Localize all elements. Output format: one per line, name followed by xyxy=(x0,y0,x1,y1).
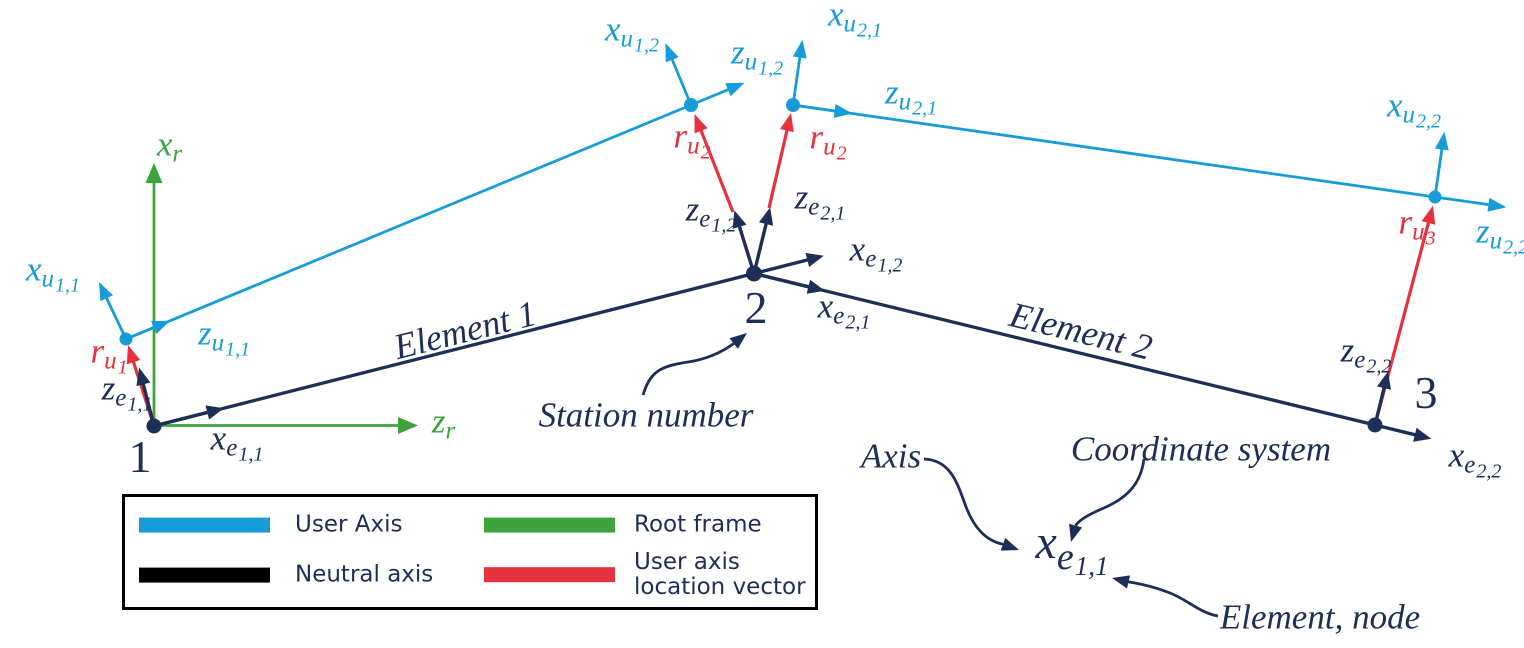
arrow-x-e11 xyxy=(153,405,224,428)
label-x-e11: xe1,1 xyxy=(210,418,264,466)
arrow-x-u11 xyxy=(99,282,128,340)
arrowhead-element-node xyxy=(1112,575,1131,589)
annotation-arrow-station-number xyxy=(641,333,747,396)
annotation-arrow-element-node xyxy=(1112,575,1219,618)
legend-label-neutral-axis: Neutral axis xyxy=(295,561,434,588)
label-x-u22: xu2,2 xyxy=(1386,85,1442,133)
label-z-u12: zu1,2 xyxy=(730,32,784,80)
legend-swatch-user-axis xyxy=(139,517,270,533)
user-node-2-1 xyxy=(786,98,800,112)
legend-item-root-frame: Root frame xyxy=(484,511,762,538)
label-z-e21: ze2,1 xyxy=(794,177,846,225)
user-node-2-2 xyxy=(1428,190,1442,204)
arrow-z-e22 xyxy=(1373,371,1391,426)
label-x-e21: xe2,1 xyxy=(817,286,871,334)
legend-label-user-axis: User Axis xyxy=(295,511,403,538)
arrow-z-e21 xyxy=(752,207,774,274)
arrow-x-u12 xyxy=(665,43,693,106)
label-z-e12: ze1,2 xyxy=(685,189,737,237)
user-axis-line-1 xyxy=(125,103,692,341)
example-axis-label: xe1,1 xyxy=(1035,516,1109,581)
station-number-3: 3 xyxy=(1414,367,1438,418)
arrow-x-r xyxy=(145,163,163,426)
arrowhead-axis xyxy=(1000,537,1019,551)
legend-label-location-vector: User axis location vector xyxy=(634,549,806,600)
annotation-axis: Axis xyxy=(860,436,922,476)
arrow-x-u21 xyxy=(791,39,807,106)
element-2-neutral-axis xyxy=(753,271,1376,427)
arrow-z-u21 xyxy=(792,103,853,118)
arrow-z-u12 xyxy=(690,82,745,107)
user-node-1-2 xyxy=(684,98,698,112)
station-3-node xyxy=(1367,417,1383,433)
label-z-e11: ze1,1 xyxy=(101,368,153,416)
arrow-z-e12 xyxy=(732,210,756,275)
legend-item-user-axis: User Axis xyxy=(139,511,403,538)
arrow-z-u22 xyxy=(1434,195,1507,212)
station-2-node xyxy=(746,265,762,282)
label-r-u3: ru3 xyxy=(1398,202,1436,250)
label-x-u12: xu1,2 xyxy=(604,9,660,57)
annotation-element-node: Element, node xyxy=(1219,597,1421,637)
arrow-x-e22 xyxy=(1374,423,1432,442)
legend-label-root-frame: Root frame xyxy=(634,511,762,538)
label-x-e12: xe1,2 xyxy=(849,229,903,277)
arrow-z-u11 xyxy=(125,320,171,341)
arrow-x-e12 xyxy=(753,252,824,276)
legend-swatch-root-frame xyxy=(484,517,615,533)
element-1-neutral-axis xyxy=(153,271,755,428)
label-r-u1: ru1 xyxy=(90,331,128,379)
arrowhead-coordinate-system xyxy=(1069,523,1083,542)
annotation-station-number: Station number xyxy=(538,395,754,435)
legend-item-location-vector: User axis location vector xyxy=(484,550,814,600)
legend-swatch-location-vector xyxy=(484,567,615,583)
label-r-u2-left: ru2 xyxy=(673,116,711,164)
station-1-node xyxy=(146,418,162,434)
legend-item-neutral-axis: Neutral axis xyxy=(139,561,434,588)
arrowhead-station-number xyxy=(729,333,747,349)
arrow-x-e21 xyxy=(753,271,825,294)
label-x-u11: xu1,1 xyxy=(25,249,81,297)
annotation-arrow-axis xyxy=(923,457,1019,551)
arrow-r-u2-right xyxy=(767,113,794,209)
user-axis-line-2 xyxy=(792,103,1436,199)
label-x-e22: xe2,2 xyxy=(1448,435,1502,483)
legend-swatch-neutral-axis xyxy=(139,567,270,583)
user-node-1-1 xyxy=(119,332,133,346)
arrow-r-u2-left xyxy=(694,114,735,213)
label-z-r: zr xyxy=(431,401,456,445)
label-z-e22: ze2,2 xyxy=(1340,330,1392,378)
label-z-u11: zu1,1 xyxy=(197,313,251,361)
annotation-arrow-coordinate-system xyxy=(1069,458,1146,542)
label-z-u21: zu2,1 xyxy=(884,72,938,120)
label-x-r: xr xyxy=(156,124,183,168)
label-r-u2-right: ru2 xyxy=(809,117,847,165)
arrow-z-r xyxy=(154,417,418,434)
station-number-1: 1 xyxy=(128,431,152,482)
annotation-coordinate-system: Coordinate system xyxy=(1070,429,1332,469)
station-number-2: 2 xyxy=(744,282,768,333)
label-z-u22: zu2,2 xyxy=(1475,211,1524,259)
arrow-x-u22 xyxy=(1433,131,1449,198)
legend: User Axis Root frame Neutral axis User a… xyxy=(122,494,818,610)
label-x-u21: xu2,1 xyxy=(827,0,883,42)
